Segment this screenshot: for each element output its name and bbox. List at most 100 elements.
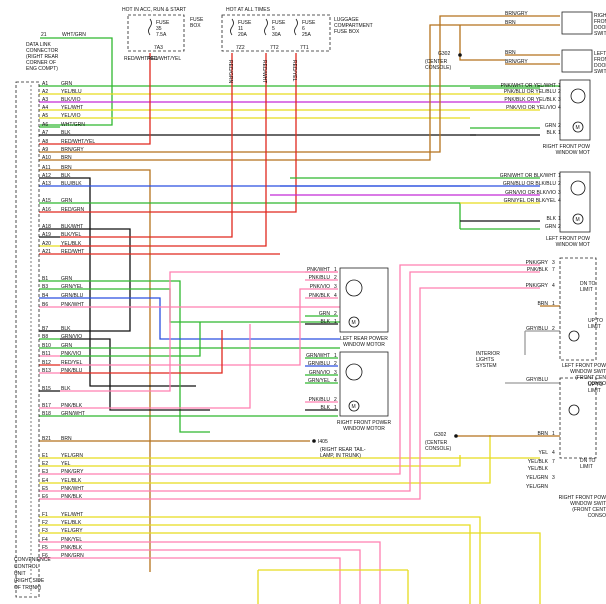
- ccu-pin-id: A1: [42, 81, 48, 87]
- fuse-icon: [230, 18, 234, 36]
- ccu-label: (RIGHT SIDE: [14, 578, 45, 584]
- door-switch-wire: BRN: [505, 20, 516, 26]
- ccu-pin-wire: BLK/VIO: [61, 97, 81, 103]
- hot-all-label: HOT AT ALL TIMES: [226, 7, 271, 13]
- door-switch-label: SWIT: [594, 69, 606, 75]
- ccu-pin-id: B17: [42, 403, 51, 409]
- motor-pin: 1: [558, 130, 561, 136]
- motor-label: LEFT REAR POWER: [340, 336, 388, 342]
- ground-label: CONSOLE): [425, 446, 451, 452]
- fuse-label: FUSE: [238, 20, 252, 26]
- switch-pin: 7: [552, 459, 555, 465]
- ccu-pin-id: A18: [42, 224, 51, 230]
- motor-wire-label: GRN/BLU: [308, 361, 331, 367]
- ccu-pin-wire: YEL/BLU: [61, 89, 82, 95]
- motor-pin: 2: [558, 181, 561, 187]
- ccu-pin-id: F1: [42, 512, 48, 518]
- switch-pin: 3: [552, 260, 555, 266]
- motor-wire-label: GRN/WHT: [306, 353, 330, 359]
- switch-dn-label: LIMIT: [580, 464, 593, 470]
- lug-fuse-box-label: FUSE BOX: [334, 29, 360, 35]
- motor-label: WINDOW MOT: [556, 242, 590, 248]
- wire-b17: [60, 324, 251, 409]
- ccu-pin-wire: PNK/VIO: [61, 351, 81, 357]
- ccu-pin-id: A19: [42, 232, 51, 238]
- dlc-label: CONNECTOR: [26, 48, 59, 54]
- motor-pin: 3: [334, 370, 337, 376]
- motor-icon: [348, 316, 360, 328]
- motor-icon: [348, 400, 360, 412]
- motor-label: LEFT FRONT POW: [546, 236, 590, 242]
- ccu-pin-wire: RED/WHT: [61, 249, 84, 255]
- door-switch-label: DOOR: [594, 63, 606, 69]
- motor-wire-label: PNK/VIO: [310, 284, 330, 290]
- fuse-pin: 7T2: [270, 45, 279, 51]
- motor-icon: [572, 121, 584, 133]
- ccu-pin-id: A7: [42, 130, 48, 136]
- ccu-pin-id: F5: [42, 545, 48, 551]
- motor-pin: 4: [334, 293, 337, 299]
- interior-label: LIGHTS: [476, 357, 495, 363]
- ground-id: G302: [438, 51, 450, 57]
- ccu-pin-id: E4: [42, 478, 48, 484]
- motor-pin: 1: [558, 83, 561, 89]
- wire-b13: [60, 271, 338, 392]
- motor-pin: 3: [558, 190, 561, 196]
- motor-pin: 4: [558, 198, 561, 204]
- door-switch-label: RIGH: [594, 13, 606, 19]
- motor-pin: 2: [558, 123, 561, 129]
- hall-sensor-icon: [345, 279, 363, 297]
- ccu-box: [15, 81, 40, 598]
- motor-wire-label: BLK: [547, 130, 557, 136]
- switch-lamp-icon: [568, 404, 580, 416]
- wire-b7: [60, 338, 210, 411]
- fuse-pin: 7T1: [300, 45, 309, 51]
- motor-pin: 4: [334, 378, 337, 384]
- ccu-pin-wire: BLK: [61, 173, 71, 179]
- fuse-box-all: [221, 14, 331, 52]
- wire-a1: [60, 85, 571, 128]
- ccu-pin-wire: BRN: [61, 165, 72, 171]
- wire-a16: [60, 53, 297, 213]
- ccu-label: OF TRUNK): [14, 585, 41, 591]
- ccu-pin-id: B4: [42, 293, 48, 299]
- fuse-label: 11: [238, 26, 243, 32]
- tail-lamp-code: I405: [318, 439, 328, 445]
- ccu-pin-wire: PNK/WHT: [61, 302, 84, 308]
- motor-m-icon: M: [352, 320, 356, 326]
- motor-pin: 2: [558, 89, 561, 95]
- switch-wire-label: YEL/GRN: [526, 475, 548, 481]
- ccu-pin-id: B8: [42, 334, 48, 340]
- ccu-pin-wire: BLU/BLK: [61, 181, 82, 187]
- door-switch-wire: BRN/GRY: [505, 11, 528, 17]
- hot-acc-label: HOT IN ACC, RUN & START: [122, 7, 186, 13]
- motor-pin: 2: [334, 311, 337, 317]
- switch-label: CONSO: [588, 381, 606, 387]
- motor-label: WINDOW MOT: [556, 150, 590, 156]
- ccu-pin-id: A11: [42, 165, 51, 171]
- motor-pin: 1: [558, 216, 561, 222]
- tail-lamp-splice: [312, 439, 316, 443]
- fuse-label: 35: [156, 26, 162, 32]
- ccu-pin-id: E1: [42, 453, 48, 459]
- wire-a10: [60, 24, 505, 161]
- ccu-pin-wire: GRN/YEL: [61, 284, 83, 290]
- motor-wire-label: BLK: [321, 405, 331, 411]
- right-door-switch: [561, 11, 593, 35]
- fuse-label: 20A: [238, 32, 248, 38]
- hall-sensor-icon: [570, 88, 586, 104]
- fuse-wire-label: RED/WHT/YEL: [147, 56, 181, 62]
- switch-wire-label: YEL/BLK: [528, 466, 549, 472]
- ccu-pin-id: E2: [42, 461, 48, 467]
- ccu-pin-wire: RED/GRN: [61, 207, 84, 213]
- ccu-pin-wire: BLK: [61, 386, 71, 392]
- ccu-pin-wire: GRN: [61, 276, 73, 282]
- motor-wire-label: GRN: [545, 224, 557, 230]
- dlc-label: ENG COMPT): [26, 66, 58, 72]
- motor-m-icon: M: [576, 125, 580, 131]
- switch-label: WINDOW SWIT: [570, 369, 606, 375]
- motor-label: RIGHT FRONT POW: [543, 144, 591, 150]
- ccu-pin-id: A9: [42, 147, 48, 153]
- ccu-label: CONTROL: [14, 564, 39, 570]
- door-switch-wire: BRN: [505, 50, 516, 56]
